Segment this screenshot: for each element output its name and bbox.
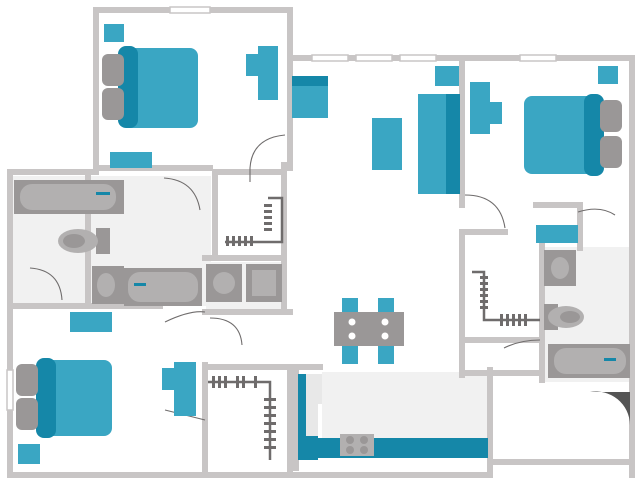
bathroom-right: [544, 250, 630, 378]
laundry: [206, 264, 282, 302]
dresser-icon: [70, 312, 112, 332]
closet-bottom: [208, 376, 276, 460]
desk-icon: [470, 82, 502, 134]
closet-hangers-icon: [208, 380, 272, 460]
dryer-icon: [246, 264, 282, 302]
nightstand-icon: [104, 24, 124, 42]
bathtub-icon: [548, 344, 630, 378]
door-swing-icon: [209, 317, 243, 346]
door-swing-icon: [29, 267, 63, 301]
entry-door-icon[interactable]: [590, 391, 630, 425]
wall-kitchen: [287, 365, 493, 478]
bed-icon: [16, 358, 112, 438]
closet-hangers-icon: [225, 196, 284, 244]
wall-left-outer: [7, 169, 293, 478]
window-icon: [6, 369, 14, 411]
bedroom-bottom-left: [16, 312, 196, 464]
window-icon: [169, 6, 211, 14]
bed-icon: [102, 46, 198, 128]
kitchen-counter-icon: [306, 374, 322, 404]
dining-area: [334, 298, 404, 364]
windows: [6, 6, 557, 411]
closet-walk-in-left: [225, 196, 284, 246]
kitchen: [298, 374, 488, 460]
toilet-icon: [544, 304, 584, 330]
bedroom-top-right: [470, 66, 622, 243]
door-swing-icon: [577, 208, 616, 216]
nightstand-icon: [598, 66, 618, 84]
chair-icon: [378, 344, 394, 364]
door-swing-icon: [164, 311, 206, 323]
nightstand-icon: [435, 66, 459, 86]
window-icon: [399, 54, 437, 62]
living-room: [292, 66, 460, 194]
desk-icon: [162, 362, 196, 416]
sink-icon: [544, 250, 576, 286]
bed-icon: [524, 94, 622, 176]
armchair-icon: [292, 76, 328, 118]
kitchen-floor: [322, 372, 488, 442]
closet-walk-in-right: [472, 270, 540, 326]
door-swing-icon: [249, 134, 286, 169]
washer-icon: [206, 264, 242, 302]
chair-icon: [342, 344, 358, 364]
window-icon: [355, 54, 393, 62]
kitchen-counter-icon: [306, 404, 318, 436]
toilet-icon: [58, 228, 110, 254]
dining-table-icon: [334, 312, 404, 346]
stove-icon: [340, 434, 374, 456]
desk-icon: [246, 46, 278, 100]
door-swing-icon: [464, 194, 506, 229]
coffee-table: [372, 118, 402, 170]
window-icon: [311, 54, 349, 62]
sofa-icon: [418, 94, 460, 194]
bathtub-icon: [124, 268, 202, 306]
sink-icon: [92, 266, 124, 304]
bathtub-icon: [14, 180, 124, 214]
door-swing-icon: [163, 177, 201, 211]
nightstand-icon: [18, 444, 40, 464]
kitchen-counter-icon: [298, 438, 488, 458]
door-swing-icon: [503, 339, 541, 349]
bedroom-top-left: [102, 24, 278, 168]
dresser-icon: [536, 225, 578, 243]
bathroom-left: [14, 180, 202, 306]
dresser-icon: [110, 152, 152, 168]
window-icon: [519, 54, 557, 62]
doors: [29, 134, 616, 421]
